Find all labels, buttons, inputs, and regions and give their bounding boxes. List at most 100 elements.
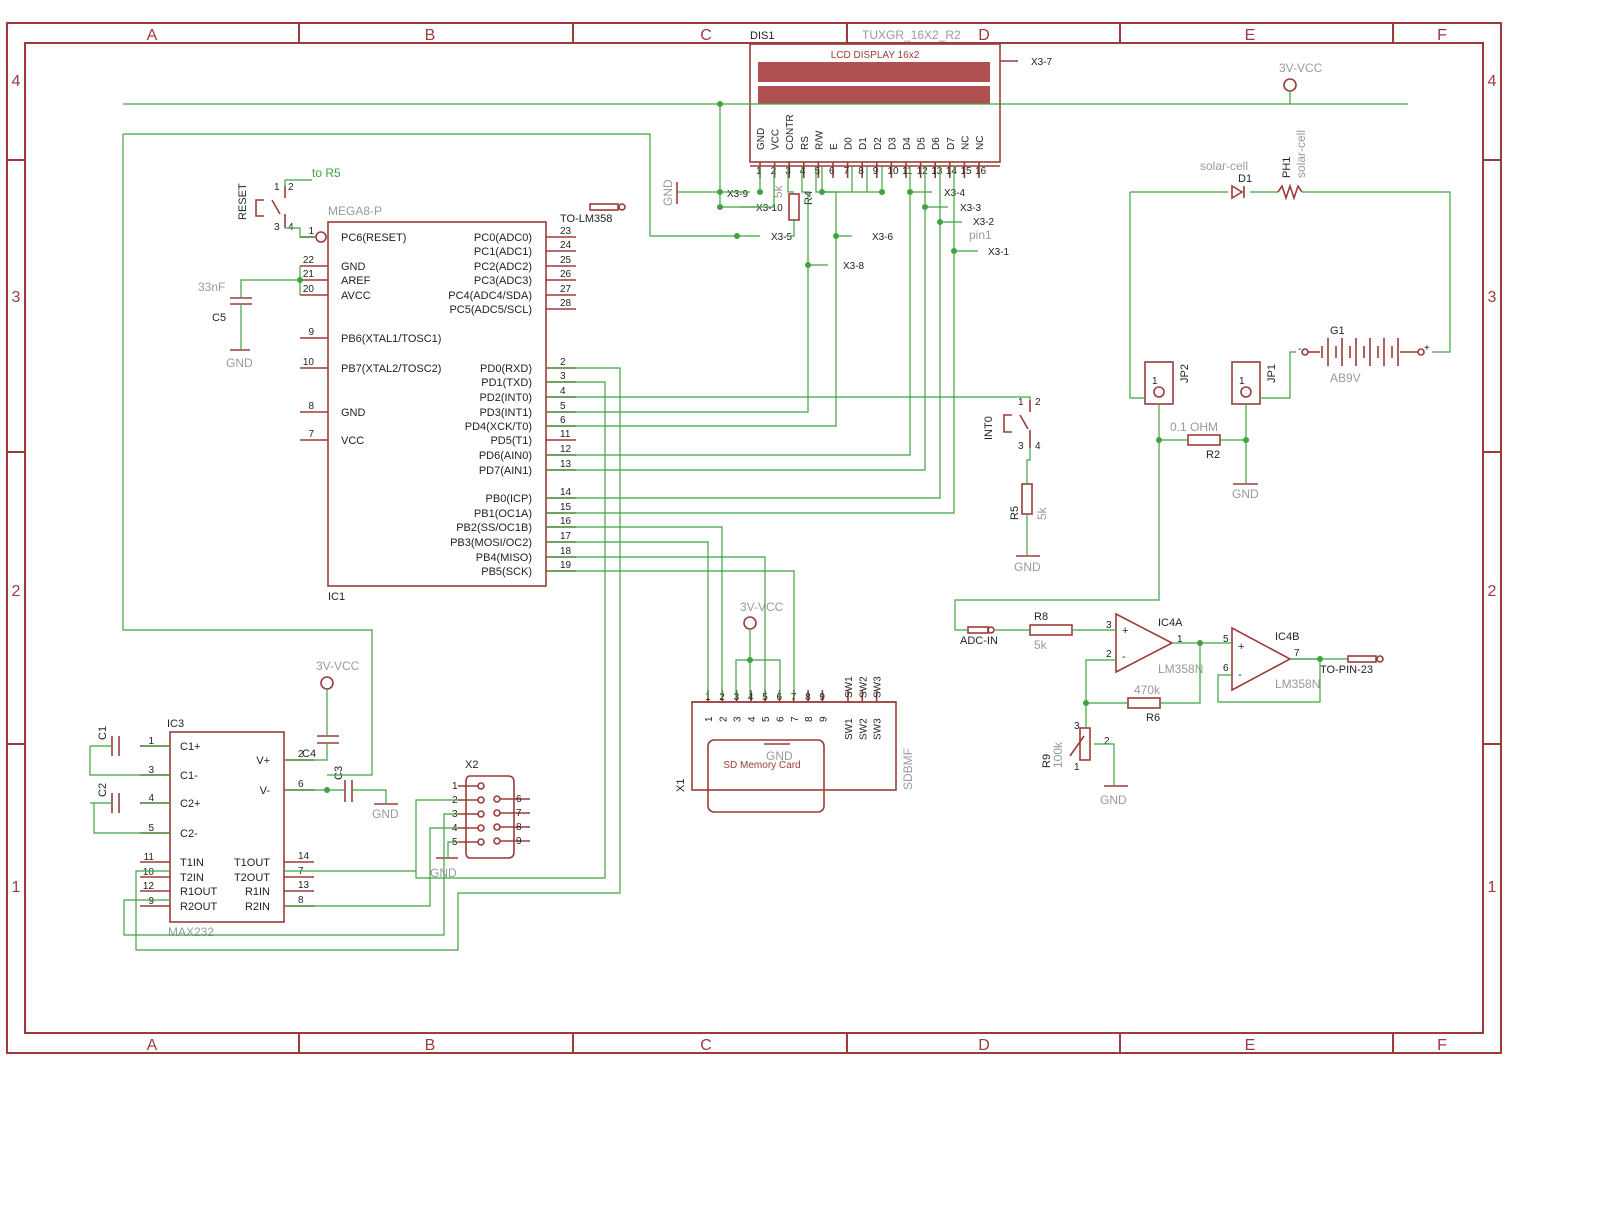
to-pin23-label: TO-PIN-23	[1320, 664, 1373, 676]
c5-gnd: GND	[226, 356, 253, 370]
mcu-pin-number: 6	[560, 415, 566, 426]
pin-r9-2: 2	[1104, 736, 1110, 747]
pin-r9-3: 3	[1074, 721, 1080, 732]
wires	[89, 91, 1451, 951]
x2-pin-number: 6	[516, 794, 522, 805]
power-section: 3V-VCC solar-cell D1 PH1 solar-cell G1 A…	[1144, 61, 1430, 501]
jp2-label: JP2	[1179, 364, 1191, 383]
lcd-pin-name: D2	[873, 137, 884, 150]
r5-name: R5	[1009, 506, 1021, 520]
mcu-pin-number: 7	[308, 429, 314, 440]
mcu-pin-number: 2	[560, 357, 566, 368]
c2-name: C2	[97, 783, 109, 797]
pin-b-out: 7	[1294, 648, 1300, 659]
mcu-pin-number: 10	[303, 357, 315, 368]
d1-name: D1	[1238, 173, 1252, 185]
d1-value: solar-cell	[1200, 159, 1248, 173]
lcd-pin-name: CONTR	[785, 114, 796, 150]
svg-text:-: -	[1122, 651, 1126, 663]
ic4b-name: IC4B	[1275, 631, 1299, 643]
svg-text:1: 1	[274, 182, 280, 193]
sd-part: SDBMF	[901, 748, 915, 790]
mcu-pin-number: 25	[560, 255, 572, 266]
r9-name: R9	[1041, 754, 1053, 768]
ic4a-part: LM358N	[1158, 662, 1203, 676]
mcu-pin-name: PD1(TXD)	[481, 377, 532, 389]
svg-text:+: +	[1424, 343, 1430, 354]
grid-row-right-3: 3	[1488, 289, 1497, 306]
lcd-pin-number: 10	[887, 166, 899, 177]
lcd-pin-name: NC	[960, 136, 971, 150]
sd-switch-inner: SW1	[844, 718, 855, 740]
mcu-pin-name: PB3(MOSI/OC2)	[450, 537, 532, 549]
svg-text:1: 1	[1239, 376, 1245, 387]
lcd-pin-number: 16	[975, 166, 987, 177]
net-x32: X3-2	[973, 217, 995, 228]
pin-a-out: 1	[1177, 634, 1183, 645]
grid-row-left-2: 2	[12, 583, 21, 600]
sd-pin-number-top: 4	[748, 692, 754, 703]
lcd-part: TUXGR_16X2_R2	[862, 28, 961, 42]
grid-row-left-4: 4	[12, 73, 21, 90]
lcd-pin-name: RS	[800, 136, 811, 150]
mcu-pin-number: 23	[560, 226, 572, 237]
max232-pin-name: V+	[256, 755, 270, 767]
grid-row-right-4: 4	[1488, 73, 1497, 90]
lcd-name: DIS1	[750, 30, 774, 42]
grid-col-bottom-C: C	[700, 1037, 712, 1054]
sd-pin-number-inner: 5	[761, 716, 772, 722]
r6-value: 470k	[1134, 683, 1161, 697]
mcu-pin-number: 15	[560, 502, 572, 513]
sd-pin-number-inner: 3	[733, 716, 744, 722]
g1-name: G1	[1330, 325, 1345, 337]
lcd-pin-number: 6	[829, 166, 835, 177]
mcu-pin-number: 17	[560, 531, 572, 542]
sd-switch-inner: SW3	[873, 718, 884, 740]
pin-b-minus: 6	[1223, 663, 1229, 674]
mcu-name: IC1	[328, 591, 345, 603]
junctions	[297, 101, 1323, 793]
vcc-top-label: 3V-VCC	[1279, 61, 1323, 75]
net-x33: X3-3	[960, 203, 982, 214]
mcu-pin-number: 28	[560, 298, 572, 309]
mcu-pin-name: PC4(ADC4/SDA)	[448, 290, 532, 302]
net-x36: X3-6	[872, 232, 894, 243]
mcu-pin-name: PC0(ADC0)	[474, 232, 532, 244]
lcd-pin-name: R/W	[814, 130, 825, 150]
to-r5-label: to R5	[312, 166, 341, 180]
c5-name: C5	[212, 312, 226, 324]
pin-a-minus: 2	[1106, 649, 1112, 660]
ph1-name: PH1	[1281, 157, 1293, 178]
lcd-title: LCD DISPLAY 16x2	[831, 50, 920, 61]
svg-text:2: 2	[288, 182, 294, 193]
grid-col-bottom-B: B	[425, 1037, 436, 1054]
svg-text:-: -	[1298, 344, 1301, 355]
mcu-pin-number: 9	[308, 327, 314, 338]
max232-pin-number: 5	[148, 823, 154, 834]
r9-value: 100k	[1051, 741, 1065, 768]
ic4b-part: LM358N	[1275, 677, 1320, 691]
int0-switch: INT0 1 2 3 4 R5 5k GND	[983, 397, 1049, 574]
mcu-pin-number: 13	[560, 459, 572, 470]
svg-text:+: +	[1122, 625, 1128, 637]
mcu-pin-name: GND	[341, 407, 366, 419]
mcu-pin-name: PB6(XTAL1/TOSC1)	[341, 333, 441, 345]
mcu-pin-name: PB7(XTAL2/TOSC2)	[341, 363, 441, 375]
lcd-pin-name: D0	[844, 137, 855, 150]
svg-text:-: -	[1238, 669, 1242, 681]
lcd-pin-name: D5	[917, 137, 928, 150]
sd-pin-number-inner: 2	[718, 716, 729, 722]
net-x38: X3-8	[843, 261, 865, 272]
to-lm358-connector	[589, 203, 626, 211]
mcu-pin-name: PC1(ADC1)	[474, 246, 532, 258]
ph1-value: solar-cell	[1294, 130, 1308, 178]
sd-pin-number-inner: 7	[790, 716, 801, 722]
lcd-pin-name: E	[829, 143, 840, 150]
svg-text:3: 3	[274, 222, 280, 233]
max232-pin-name: R1OUT	[180, 886, 218, 898]
mcu-pin-name: PB0(ICP)	[486, 493, 532, 505]
max232-gnd: GND	[372, 807, 399, 821]
jp1-label: JP1	[1266, 364, 1278, 383]
lcd-pin-number: 5	[814, 166, 820, 177]
